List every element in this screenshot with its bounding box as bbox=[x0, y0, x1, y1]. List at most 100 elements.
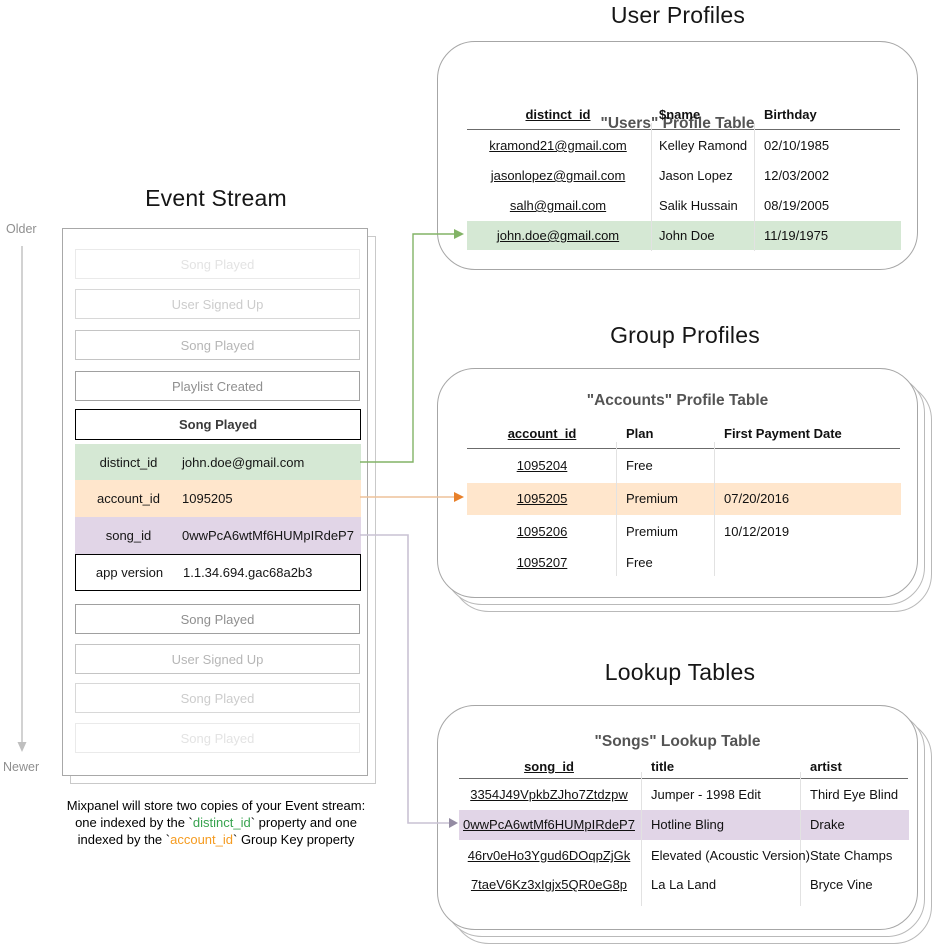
table-cell-highlighted: 0wwPcA6wtMf6HUMpIRdeP7 bbox=[463, 817, 635, 832]
highlighted-row-background bbox=[467, 483, 901, 515]
table-cell: Salik Hussain bbox=[659, 198, 738, 213]
users-profile-card: "Users" Profile Table distinct_id $name … bbox=[437, 41, 918, 270]
property-value: 0wwPcA6wtMf6HUMpIRdeP7 bbox=[182, 528, 354, 543]
event-row: Song Played bbox=[75, 330, 360, 360]
table-cell-highlighted: 11/19/1975 bbox=[764, 228, 829, 243]
distinct-id-code: distinct_id bbox=[192, 815, 251, 830]
property-value: john.doe@gmail.com bbox=[182, 454, 305, 470]
table-cell: 1095207 bbox=[516, 555, 568, 570]
column-header: artist bbox=[810, 759, 842, 774]
table-cell: La La Land bbox=[651, 877, 717, 892]
event-row: User Signed Up bbox=[75, 289, 360, 319]
table-cell: salh@gmail.com bbox=[509, 198, 607, 213]
column-header: distinct_id bbox=[525, 107, 591, 122]
property-key: song_id bbox=[105, 528, 152, 543]
table-cell: 12/03/2002 bbox=[764, 168, 830, 183]
property-row-account-id: account_id 1095205 bbox=[75, 480, 361, 517]
table-cell-highlighted: Premium bbox=[626, 491, 679, 506]
table-cell: 08/19/2005 bbox=[764, 198, 830, 213]
property-key: distinct_id bbox=[99, 454, 158, 470]
event-label: User Signed Up bbox=[171, 296, 264, 312]
songs-lookup-card: "Songs" Lookup Table song_id title artis… bbox=[437, 705, 918, 930]
table-cell: Free bbox=[626, 555, 653, 570]
column-header: Birthday bbox=[764, 107, 817, 122]
property-key: account_id bbox=[97, 491, 160, 506]
table-cell: 7taeV6Kz3xIgjx5QR0eG8p bbox=[470, 877, 628, 892]
highlighted-row-background bbox=[459, 810, 909, 840]
user-profiles-title: User Profiles bbox=[610, 2, 746, 28]
column-divider bbox=[616, 442, 617, 576]
property-row-song-id: song_id 0wwPcA6wtMf6HUMpIRdeP7 bbox=[75, 517, 361, 554]
property-row-distinct-id: distinct_id john.doe@gmail.com bbox=[75, 444, 361, 480]
table-cell: Jason Lopez bbox=[659, 168, 733, 183]
songs-table-title: "Songs" Lookup Table bbox=[594, 733, 761, 750]
table-cell-highlighted: Hotline Bling bbox=[651, 817, 724, 832]
column-header: song_id bbox=[524, 759, 574, 774]
table-cell: Free bbox=[626, 458, 653, 473]
timeline-arrow bbox=[17, 246, 27, 752]
table-cell-highlighted: Drake bbox=[810, 817, 845, 832]
table-cell: 1095204 bbox=[516, 458, 568, 473]
header-divider bbox=[459, 778, 908, 779]
event-row: User Signed Up bbox=[75, 644, 360, 674]
group-profiles-title: Group Profiles bbox=[610, 322, 760, 348]
column-header: First Payment Date bbox=[724, 426, 842, 441]
table-cell: jasonlopez@gmail.com bbox=[490, 168, 626, 183]
table-cell-highlighted: 1095205 bbox=[516, 491, 568, 506]
header-divider bbox=[467, 448, 900, 449]
header-divider bbox=[467, 129, 900, 130]
table-cell: Premium bbox=[626, 524, 679, 539]
users-table-title: "Users" Profile Table bbox=[600, 115, 755, 132]
table-cell: kramond21@gmail.com bbox=[489, 138, 627, 153]
column-divider bbox=[651, 123, 652, 251]
older-label: Older bbox=[6, 222, 37, 236]
event-row: Song Played bbox=[75, 604, 360, 634]
property-key: app version bbox=[95, 565, 164, 580]
property-row-app-version: app version 1.1.34.694.gac68a2b3 bbox=[75, 554, 361, 591]
highlighted-row-background bbox=[467, 221, 901, 250]
column-divider bbox=[754, 123, 755, 251]
account-id-code: account_id bbox=[170, 832, 233, 847]
property-value: 1.1.34.694.gac68a2b3 bbox=[183, 565, 313, 580]
table-cell-highlighted: John Doe bbox=[659, 228, 715, 243]
column-header: $name bbox=[659, 107, 701, 122]
event-row: Song Played bbox=[75, 723, 360, 753]
table-cell: 02/10/1985 bbox=[764, 138, 830, 153]
accounts-table-title: "Accounts" Profile Table bbox=[586, 392, 769, 409]
property-value: 1095205 bbox=[182, 491, 233, 506]
table-cell: Bryce Vine bbox=[810, 877, 873, 892]
event-label: Song Played bbox=[180, 256, 255, 272]
column-divider bbox=[800, 772, 801, 906]
table-cell: State Champs bbox=[810, 848, 893, 863]
focused-event-header: Song Played bbox=[75, 409, 361, 440]
caption-line-2: one indexed by the `distinct_id` propert… bbox=[75, 815, 357, 830]
column-divider bbox=[641, 772, 642, 906]
event-row: Playlist Created bbox=[75, 371, 360, 401]
table-cell: Kelley Ramond bbox=[659, 138, 748, 153]
table-cell: 1095206 bbox=[516, 524, 568, 539]
table-cell: 3354J49VpkbZJho7Ztdzpw bbox=[470, 787, 628, 802]
event-stream-container: Song Played User Signed Up Song Played P… bbox=[62, 228, 368, 776]
accounts-profile-card: "Accounts" Profile Table account_id Plan… bbox=[437, 368, 918, 598]
focused-event-name: Song Played bbox=[178, 417, 258, 432]
caption-line-3: indexed by the `account_id` Group Key pr… bbox=[77, 832, 355, 847]
table-cell: 10/12/2019 bbox=[724, 524, 790, 539]
column-divider bbox=[714, 442, 715, 576]
table-cell: Jumper - 1998 Edit bbox=[651, 787, 761, 802]
event-stream-title: Event Stream bbox=[145, 185, 287, 211]
caption: Mixpanel will store two copies of your E… bbox=[24, 797, 408, 848]
lookup-tables-title: Lookup Tables bbox=[604, 659, 756, 685]
event-label: Song Played bbox=[180, 690, 255, 706]
table-cell: Elevated (Acoustic Version) bbox=[651, 848, 810, 863]
table-cell: 46rv0eHo3Ygud6DOqpZjGk bbox=[467, 848, 631, 863]
event-label: User Signed Up bbox=[171, 651, 264, 667]
column-header: Plan bbox=[626, 426, 654, 441]
column-header: account_id bbox=[507, 426, 577, 441]
event-label: Playlist Created bbox=[171, 378, 264, 394]
caption-line-1: Mixpanel will store two copies of your E… bbox=[66, 798, 366, 813]
column-header: title bbox=[651, 759, 675, 774]
event-label: Song Played bbox=[180, 611, 255, 627]
table-cell-highlighted: john.doe@gmail.com bbox=[496, 228, 620, 243]
newer-label: Newer bbox=[3, 760, 40, 774]
